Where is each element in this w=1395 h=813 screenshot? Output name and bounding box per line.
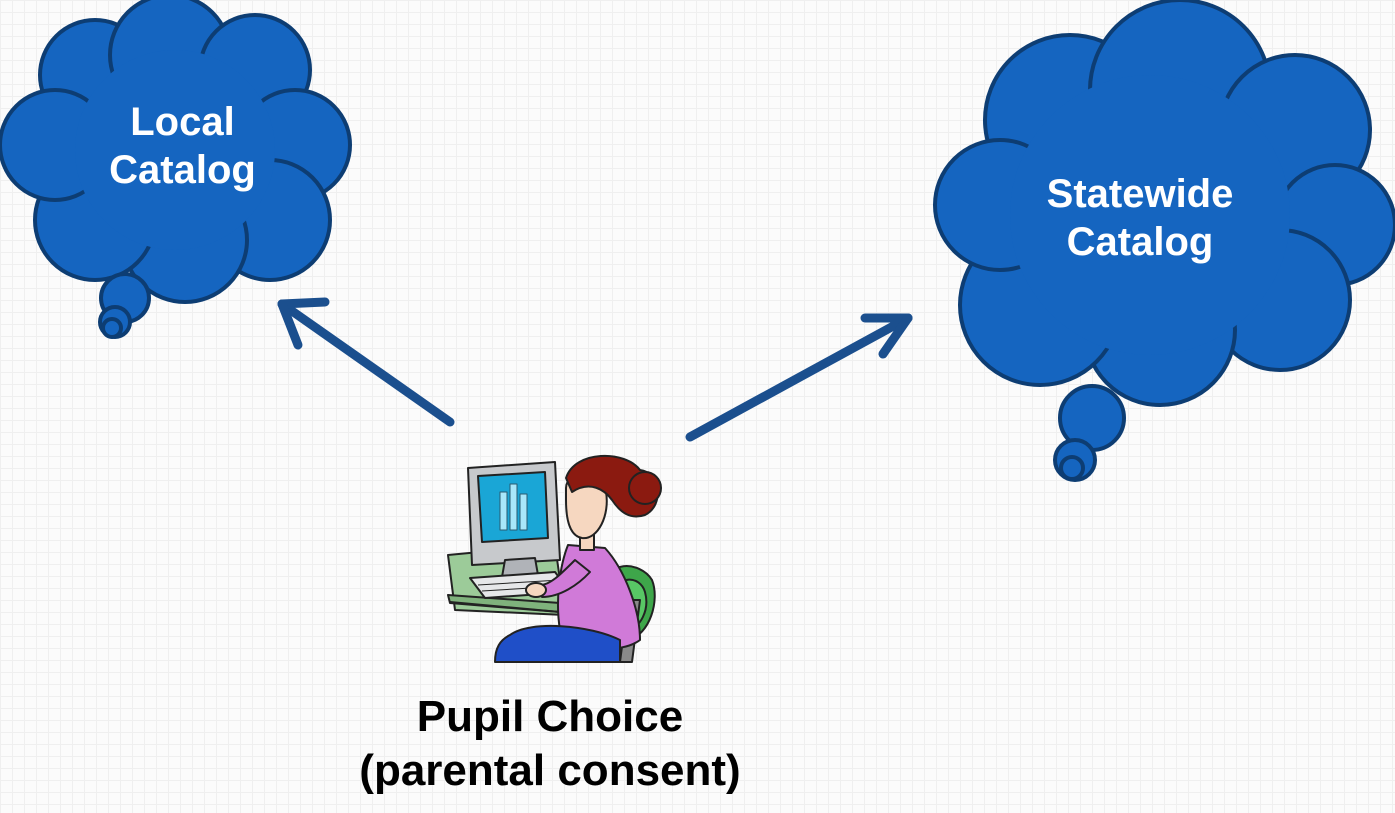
arrow-up-right-icon bbox=[685, 313, 913, 442]
local-catalog-line1: Local bbox=[130, 100, 235, 144]
caption-line1: Pupil Choice bbox=[416, 692, 684, 741]
pupil-choice-caption: Pupil Choice (parental consent) bbox=[300, 690, 800, 797]
local-catalog-cloud bbox=[0, 0, 352, 339]
statewide-catalog-line2: Catalog bbox=[1066, 220, 1214, 264]
statewide-catalog-cloud bbox=[933, 0, 1395, 482]
statewide-catalog-label: Statewide Catalog bbox=[1010, 170, 1270, 266]
statewide-catalog-line1: Statewide bbox=[1046, 172, 1234, 216]
local-catalog-line2: Catalog bbox=[109, 148, 256, 192]
caption-line2: (parental consent) bbox=[359, 745, 741, 795]
local-catalog-label: Local Catalog bbox=[90, 98, 275, 194]
arrow-up-left-icon bbox=[277, 297, 455, 427]
